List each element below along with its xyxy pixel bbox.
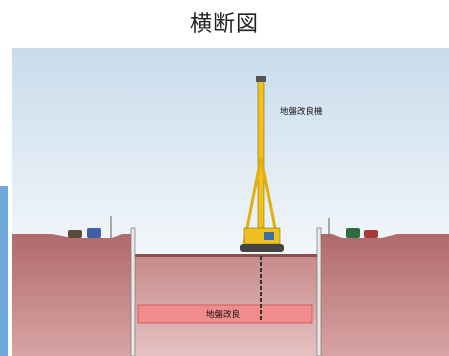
ground-left: [12, 234, 134, 356]
improvement-zone-label: 地盤改良: [206, 309, 241, 320]
cross-section-diagram: 地盤改良機 地盤改良: [12, 48, 449, 356]
sheet-pile-right: [316, 227, 322, 356]
side-bar-decoration: [0, 186, 8, 356]
sheet-pile-left: [130, 227, 136, 356]
machine-mast-top: [256, 76, 266, 82]
machine-tracks: [240, 244, 284, 252]
machine-cab: [264, 232, 274, 240]
vehicles-right: [346, 228, 378, 238]
pit-floor-line: [134, 254, 318, 257]
machine-label: 地盤改良機: [280, 106, 323, 117]
ground-right: [318, 234, 449, 356]
sky: [12, 48, 449, 258]
ground-improvement-zone: [137, 304, 313, 324]
ground-improvement-machine: [240, 76, 284, 252]
page-title: 横断図: [189, 12, 259, 37]
vehicles-left: [68, 228, 101, 238]
machine-body: [243, 227, 281, 245]
